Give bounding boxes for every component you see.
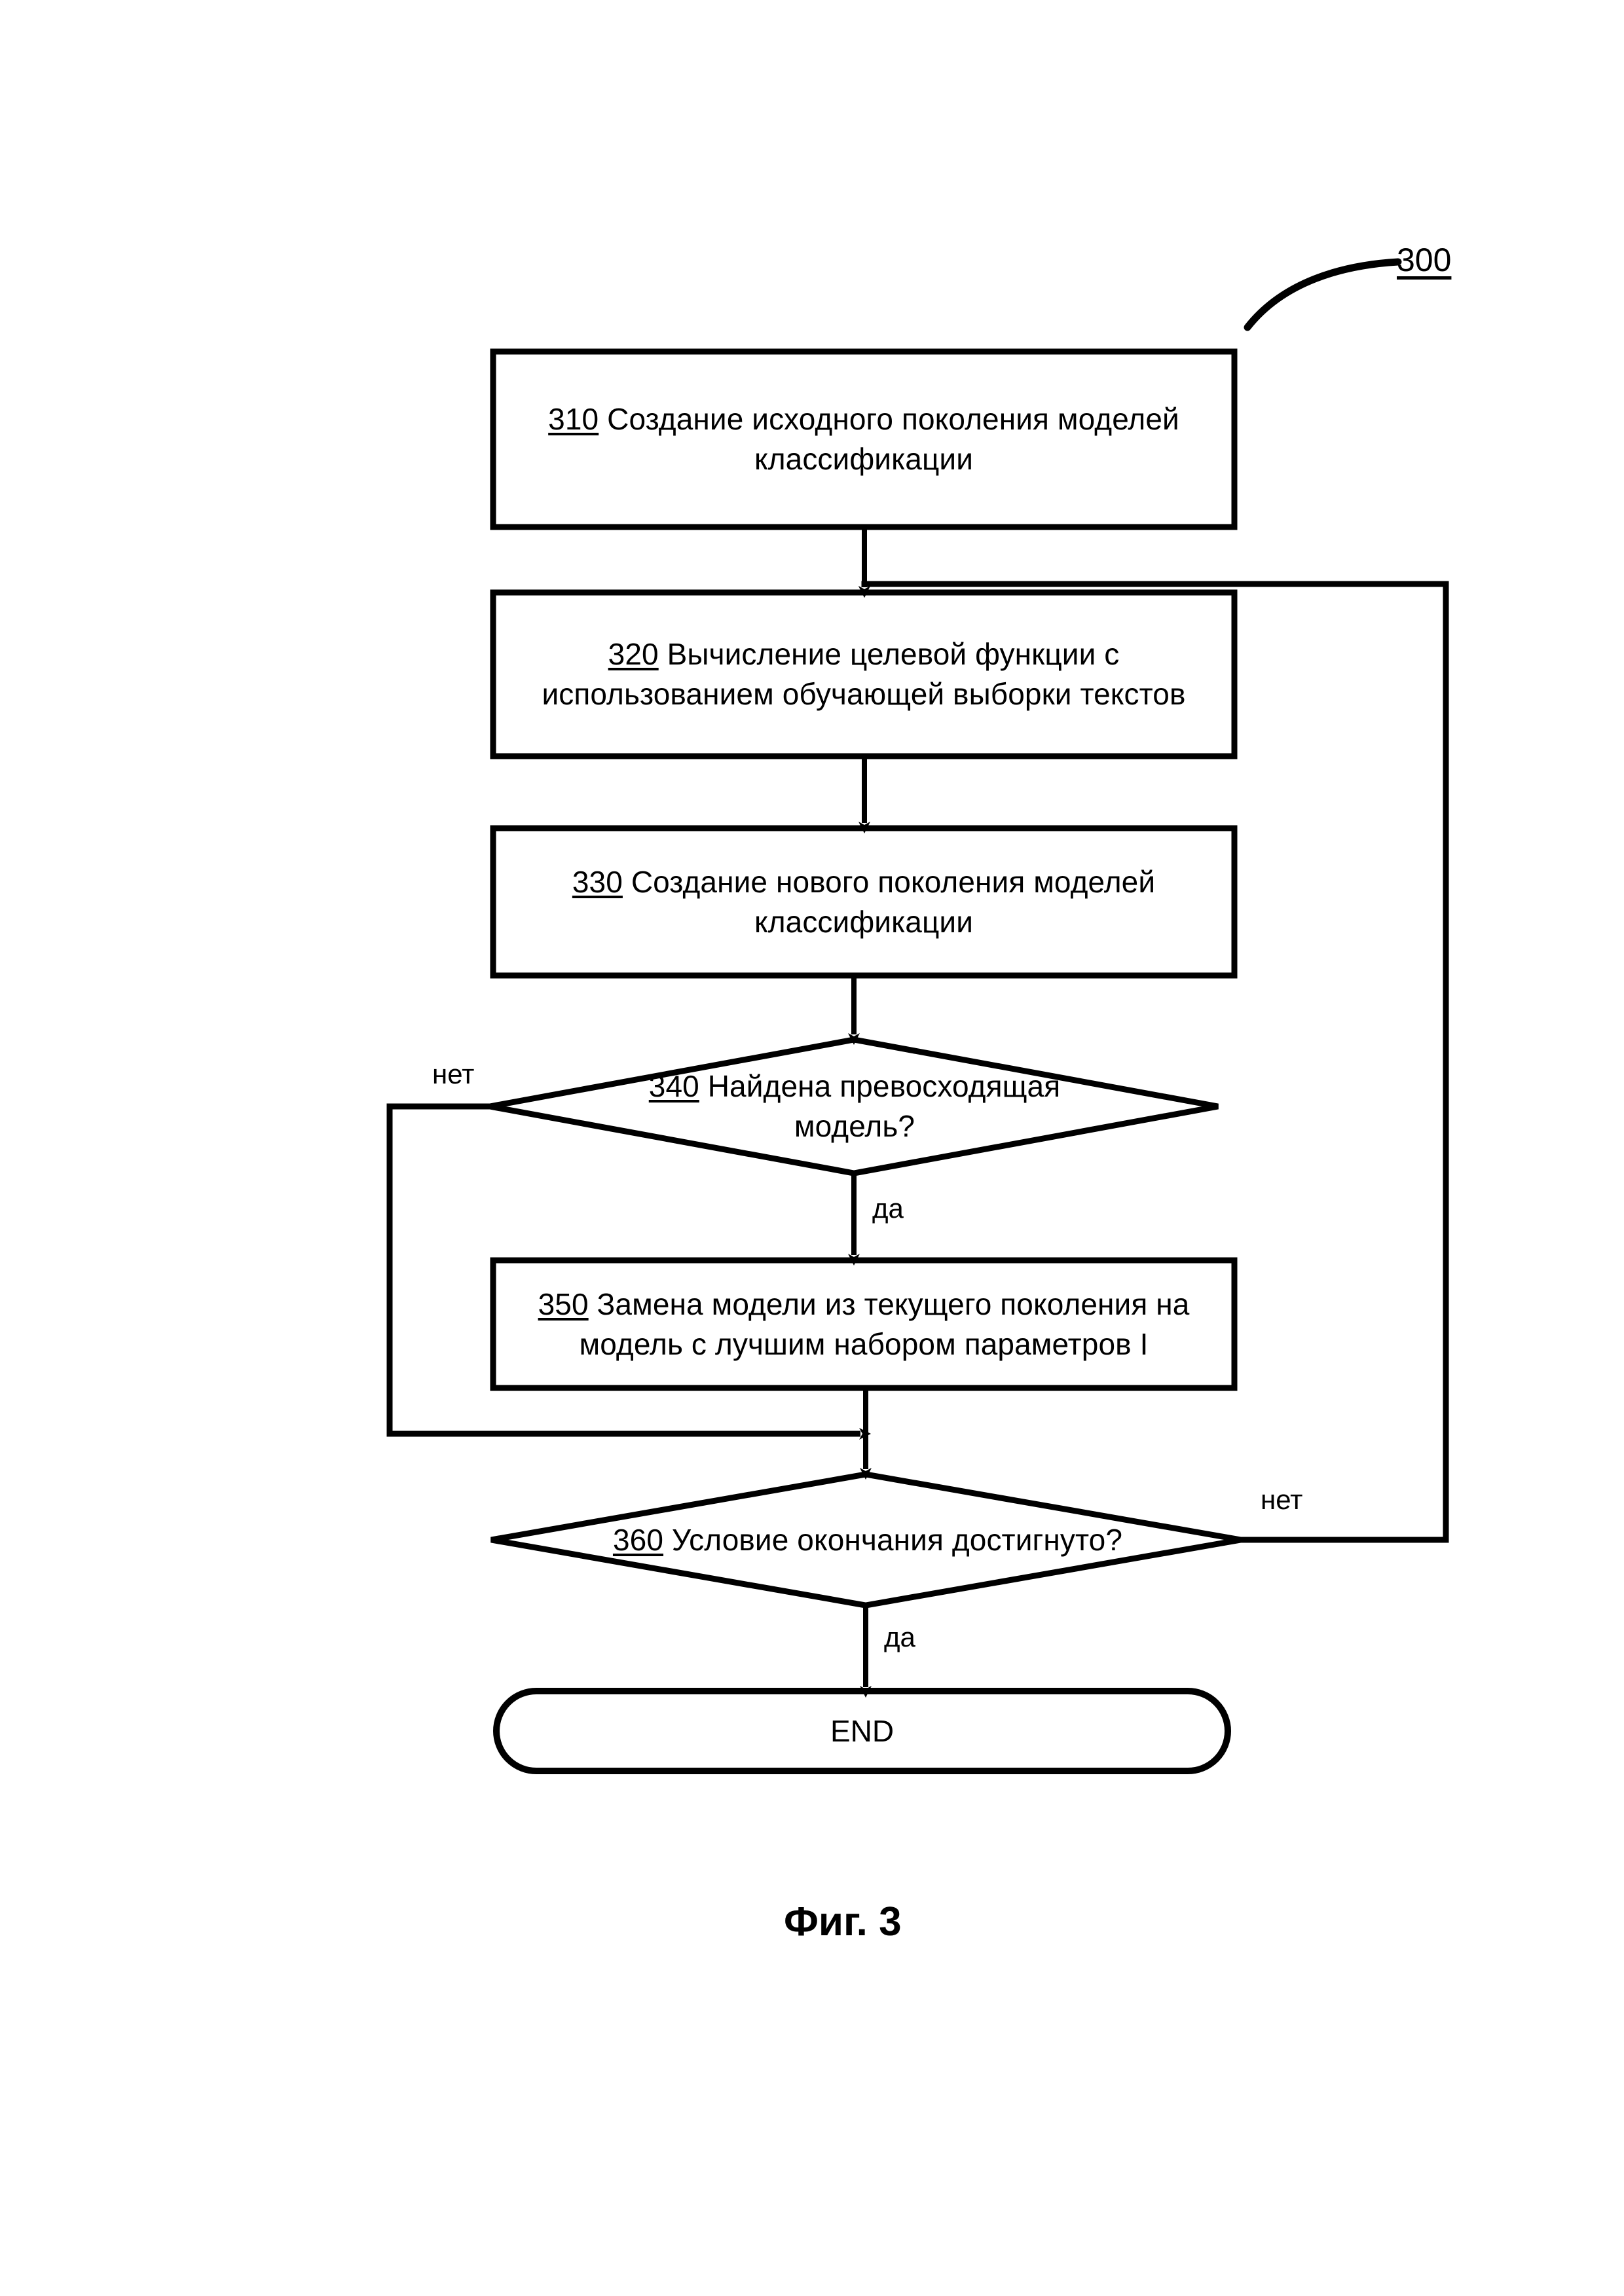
figure-caption: Фиг. 3 bbox=[784, 1899, 902, 1944]
callout-ref-300: 300 bbox=[1397, 242, 1452, 278]
node-360-ref: 360 bbox=[612, 1523, 664, 1558]
node-320-shape bbox=[490, 589, 1238, 759]
node-360-label: 360 Условие окончания достигнуто? bbox=[563, 1476, 1172, 1604]
edge-label-360-yes: да bbox=[884, 1622, 915, 1652]
node-310-label: 310 Создание исходного поколения моделей… bbox=[513, 352, 1215, 527]
edge-label-340-no: нет bbox=[432, 1059, 475, 1089]
node-350-label: 350 Замена модели из текущего поколения … bbox=[513, 1260, 1215, 1388]
node-310-ref: 310 bbox=[548, 402, 599, 437]
node-310-text: Создание исходного поколения моделей кла… bbox=[607, 402, 1179, 476]
node-330-ref: 330 bbox=[572, 864, 623, 899]
edge-340-no-loop bbox=[386, 1103, 871, 1440]
node-350-shape bbox=[490, 1257, 1238, 1391]
node-320-text: Вычисление целевой функции с использован… bbox=[542, 637, 1186, 711]
node-330-label: 330 Создание нового поколения моделей кл… bbox=[513, 828, 1215, 975]
edge-label-340-yes: да bbox=[872, 1193, 904, 1224]
node-340-text: Найдена превосходящая модель? bbox=[707, 1069, 1061, 1143]
node-320-ref: 320 bbox=[608, 637, 659, 672]
callout-leader-line-300 bbox=[1244, 258, 1402, 331]
node-350-text: Замена модели из текущего поколения на м… bbox=[579, 1286, 1190, 1361]
edge-360-no-loop bbox=[858, 581, 1449, 1543]
node-340-label: 340 Найдена превосходящая модель? bbox=[596, 1042, 1113, 1171]
node-360-text: Условие окончания достигнуто? bbox=[671, 1523, 1123, 1558]
edge-label-360-no: нет bbox=[1261, 1484, 1303, 1515]
node-350-ref: 350 bbox=[538, 1286, 589, 1321]
node-340-ref: 340 bbox=[648, 1069, 699, 1104]
node-320-label: 320 Вычисление целевой функции с использ… bbox=[513, 592, 1215, 756]
node-340-shape bbox=[489, 1036, 1219, 1176]
node-330-text: Создание нового поколения моделей класси… bbox=[631, 864, 1156, 939]
node-end-label: END bbox=[830, 1714, 895, 1748]
